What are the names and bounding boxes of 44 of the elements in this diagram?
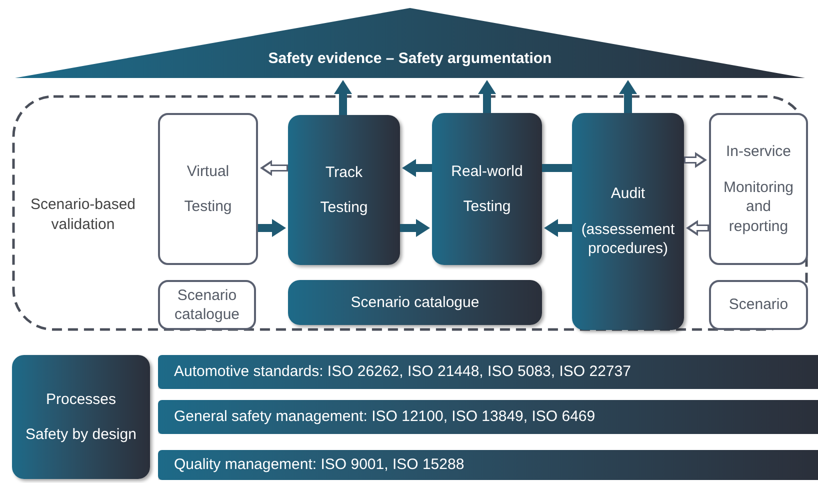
process-box — [572, 113, 684, 330]
standards-bar — [158, 450, 818, 480]
process-box — [12, 355, 150, 479]
arrow — [619, 80, 637, 113]
node-label: Scenario catalogue — [173, 286, 241, 324]
node-label: Scenario-based validation — [29, 195, 137, 234]
node-label: Safety evidence – Safety argumentation — [268, 48, 552, 68]
node-label: Monitoring and reporting — [722, 178, 795, 236]
node-label: In-service — [726, 142, 792, 162]
node-label: Track — [326, 162, 362, 182]
process-box — [709, 113, 808, 265]
node-label: Quality management: ISO 9001, ISO 15288 — [174, 455, 464, 475]
standards-bar — [158, 355, 818, 389]
arrow — [400, 219, 430, 237]
node-label: Testing — [320, 198, 368, 218]
process-box — [158, 280, 256, 330]
node-label: Processes — [46, 390, 116, 409]
node-label: Scenario — [728, 295, 788, 315]
arrow — [684, 152, 707, 168]
process-box — [158, 113, 258, 265]
process-box — [288, 115, 400, 265]
node-label: Testing — [463, 197, 511, 216]
arrow — [334, 80, 352, 115]
node-label: Virtual — [186, 162, 230, 181]
process-box — [709, 280, 808, 330]
roof-banner — [15, 8, 805, 78]
standards-bar — [158, 400, 818, 434]
node-label: Automotive standards: ISO 26262, ISO 21448, ISO 5083, ISO 22737 — [174, 362, 631, 382]
dashed-region — [12, 95, 808, 331]
process-bar — [288, 280, 542, 325]
arrow — [402, 159, 432, 177]
arrow — [260, 160, 288, 176]
node-label: Safety by design — [26, 425, 136, 444]
arrow — [544, 219, 572, 237]
arrow — [258, 219, 286, 237]
process-box — [432, 113, 542, 265]
arrow — [478, 80, 496, 113]
node-label: Scenario catalogue — [350, 292, 480, 312]
node-label: Real-world — [451, 162, 523, 181]
node-label: General safety management: ISO 12100, ISO 13849, ISO 6469 — [174, 407, 596, 427]
arrow — [686, 220, 709, 236]
node-label: Audit — [610, 184, 646, 204]
node-label: Testing — [184, 197, 232, 216]
node-label: (assessement procedures) — [580, 220, 676, 259]
